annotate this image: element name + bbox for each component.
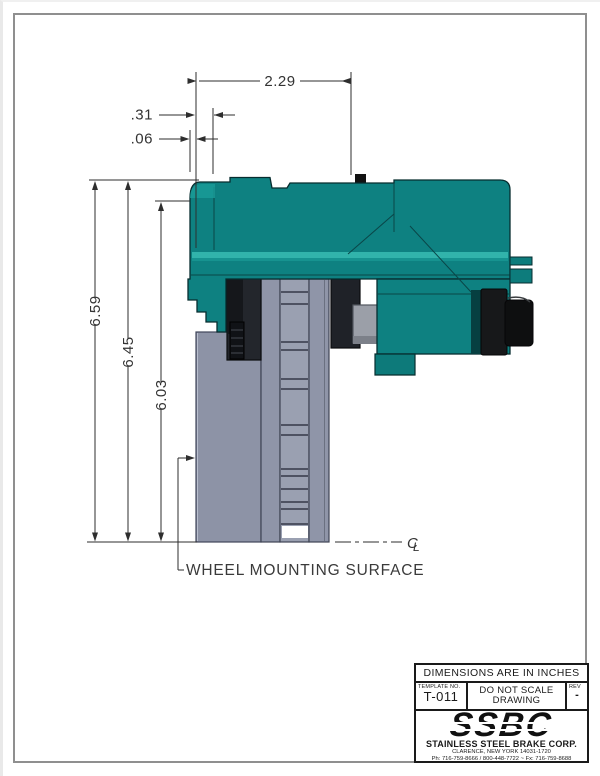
caliper-lower-flange (374, 353, 416, 376)
sheet-border (13, 13, 587, 763)
caliper-top-tab (355, 174, 366, 188)
rotor-hat (195, 331, 262, 543)
scale-note-line2: DRAWING (492, 695, 541, 706)
rev-cell: REV - (565, 683, 587, 709)
template-number: T-011 (423, 689, 459, 704)
bleeder-fitting-upper (509, 256, 533, 266)
piston-boot-small (504, 299, 534, 347)
rev-label: REV (569, 684, 581, 690)
pad-clip (229, 321, 245, 360)
logo-stripe-1 (424, 722, 579, 724)
rotor-vane-gap (282, 526, 308, 538)
caliper-highlight-band (192, 252, 508, 258)
rotor-plate-left (260, 278, 281, 543)
caliper-section-drawing: 2.29 .31 .06 6.59 6.45 6.03 WHEEL MOUNTI… (87, 72, 534, 579)
dim-height-overall: 6.59 (87, 295, 104, 326)
dim-offset-small: .06 (131, 131, 153, 148)
bleeder-fitting-lower (509, 268, 533, 284)
title-block-row2: TEMPLATE NO. T-011 DO NOT SCALE DRAWING … (416, 683, 587, 711)
dimension-arrows (92, 78, 351, 542)
ssbc-logo-wrap: SSBC (416, 711, 587, 744)
scale-note-cell: DO NOT SCALE DRAWING (468, 683, 565, 709)
dim-height-inner: 6.03 (153, 379, 170, 410)
company-name: STAINLESS STEEL BRAKE CORP. (426, 739, 577, 749)
company-phone: Ph: 716-759-8666 / 800-448-7722 ~ Fx: 71… (431, 755, 572, 762)
rev-value: - (575, 689, 579, 701)
dim-offset-mid: .31 (131, 107, 153, 124)
piston-boot-large (480, 288, 508, 356)
company-block: SSBC STAINLESS STEEL BRAKE CORP. CLARENC… (416, 711, 587, 761)
title-block: DIMENSIONS ARE IN INCHES TEMPLATE NO. T-… (414, 663, 589, 763)
company-address: CLARENCE, NEW YORK 14031-1720 (452, 749, 551, 755)
template-label: TEMPLATE NO. (418, 684, 461, 690)
dim-height-mid: 6.45 (120, 336, 137, 367)
caliper-body (187, 174, 534, 376)
units-note: DIMENSIONS ARE IN INCHES (416, 665, 587, 683)
rotor-plate-right (308, 278, 330, 543)
template-cell: TEMPLATE NO. T-011 (416, 683, 468, 709)
dim-top-width: 2.29 (264, 73, 295, 90)
wheel-mounting-surface-label: WHEEL MOUNTING SURFACE (186, 562, 424, 579)
centerline-symbol-l: L (413, 540, 420, 554)
centerline-symbol-c: C (407, 535, 418, 552)
logo-stripe-2 (424, 729, 579, 731)
scale-note-line1: DO NOT SCALE (479, 685, 554, 696)
ssbc-logo: SSBC (448, 711, 555, 744)
